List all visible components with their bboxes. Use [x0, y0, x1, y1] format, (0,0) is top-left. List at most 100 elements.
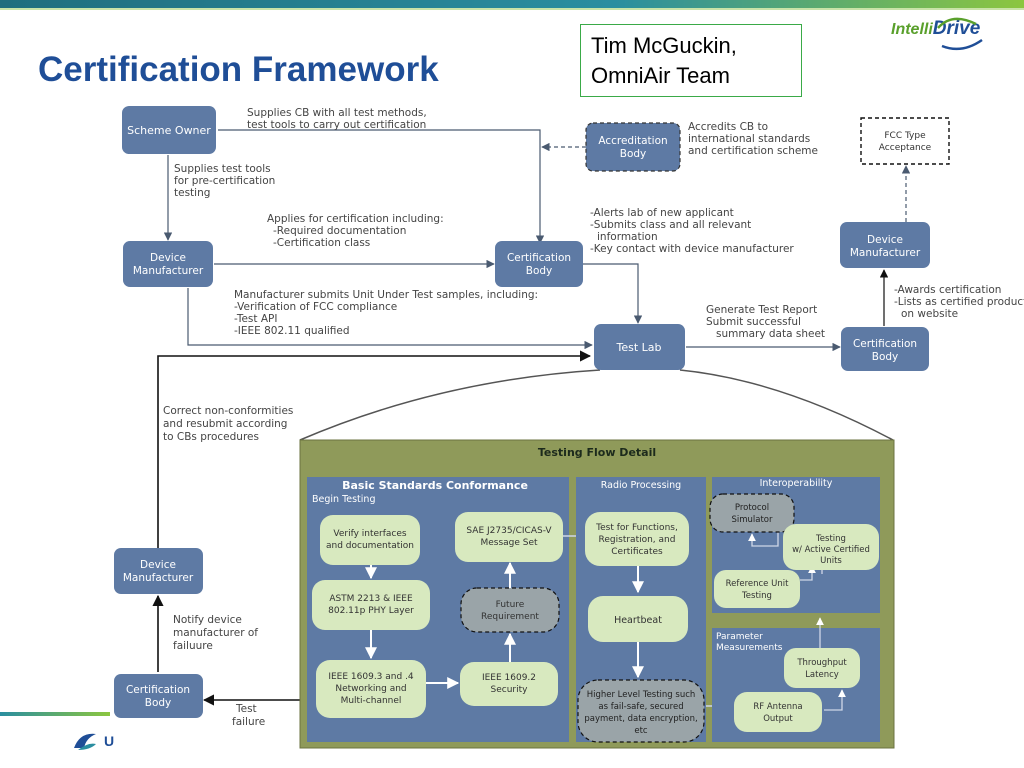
cb-mid-label-2: Body [526, 265, 553, 277]
testing-units-label-2: w/ Active Certified [792, 545, 870, 555]
node-certification-body-left: Certification Body [114, 674, 203, 718]
ann-applies-1: Applies for certification including: [267, 213, 444, 225]
ann-submits-4: -IEEE 802.11 qualified [234, 325, 350, 337]
node-device-manufacturer-right: Device Manufacturer [840, 222, 930, 268]
cb-right-label-2: Body [872, 351, 899, 363]
bottom-accent-stripe [0, 712, 110, 716]
dm-top-label-2: Manufacturer [133, 265, 204, 277]
heartbeat-label: Heartbeat [614, 615, 662, 626]
cb-right-label-1: Certification [853, 338, 917, 350]
dm-left-label-1: Device [140, 559, 176, 571]
interop-title: Interoperability [760, 478, 833, 489]
ann-accredit-3: and certification scheme [688, 145, 818, 157]
node-scheme-owner: Scheme Owner [122, 106, 216, 154]
top-accent-line [0, 8, 1024, 10]
protocol-label-2: Simulator [731, 515, 773, 525]
author-name: Tim McGuckin, [591, 33, 737, 58]
ann-alerts-4: -Key contact with device manufacturer [590, 243, 794, 255]
testing-flow-title: Testing Flow Detail [538, 446, 656, 459]
pill-throughput-latency: Throughput Latency [784, 648, 860, 688]
higher-label-4: etc [634, 726, 648, 736]
dm-right-label-2: Manufacturer [850, 247, 921, 259]
protocol-label-1: Protocol [735, 503, 769, 513]
ann-notify-3: failuure [173, 640, 213, 652]
logo-swoosh-icon [937, 17, 983, 51]
verify-label-2: and documentation [326, 541, 414, 551]
verify-label-1: Verify interfaces [333, 529, 407, 539]
higher-label-2: as fail-safe, secured [598, 702, 683, 712]
node-certification-body-mid: Certification Body [495, 241, 583, 287]
pill-ieee16093: IEEE 1609.3 and .4 Networking and Multi-… [316, 660, 426, 718]
ann-accredit-2: international standards [688, 133, 810, 145]
ann-report-3: summary data sheet [716, 328, 825, 340]
pill-reference-unit: Reference Unit Testing [714, 570, 800, 608]
ann-awards-1: -Awards certification [894, 284, 1001, 296]
ieee16092-label-1: IEEE 1609.2 [482, 673, 536, 683]
sae-label-2: Message Set [480, 538, 538, 548]
pill-heartbeat: Heartbeat [588, 596, 688, 642]
top-connectors [152, 129, 911, 706]
ann-applies-2: -Required documentation [273, 225, 406, 237]
accreditation-label-1: Accreditation [598, 135, 667, 147]
testing-units-label-1: Testing [815, 534, 846, 544]
begin-testing-label: Begin Testing [312, 494, 375, 505]
reference-label-2: Testing [741, 591, 772, 601]
ann-submits-2: -Verification of FCC compliance [234, 301, 397, 313]
future-label-2: Requirement [481, 612, 539, 622]
ann-awards-2: -Lists as certified product [894, 296, 1024, 308]
ann-awards-3: on website [901, 308, 958, 320]
fcc-label-1: FCC Type [884, 131, 926, 141]
dm-right-label-1: Device [867, 234, 903, 246]
ann-correct-1: Correct non-conformities [163, 405, 293, 417]
scheme-owner-label: Scheme Owner [127, 124, 211, 137]
astm-label-1: ASTM 2213 & IEEE [329, 594, 413, 604]
ann-alerts-2: -Submits class and all relevant [590, 219, 751, 231]
reference-label-1: Reference Unit [726, 579, 789, 589]
pill-ieee16092: IEEE 1609.2 Security [460, 662, 558, 706]
dm-top-label-1: Device [150, 252, 186, 264]
ann-submits-3: -Test API [234, 313, 277, 325]
ann-failure-1: Test [235, 703, 257, 715]
functions-label-2: Registration, and [599, 535, 676, 545]
ann-scheme-dm-3: testing [174, 187, 210, 199]
ann-alerts-3: information [597, 231, 658, 243]
rf-label-1: RF Antenna [753, 702, 802, 712]
basic-arrows [365, 531, 587, 689]
logo-part1: Intelli [891, 21, 933, 38]
pill-higher-level: Higher Level Testing such as fail-safe, … [577, 679, 705, 743]
pill-sae: SAE J2735/CICAS-V Message Set [455, 512, 563, 562]
throughput-label-1: Throughput [796, 658, 847, 668]
ann-failure-2: failure [232, 716, 265, 728]
future-label-1: Future [496, 600, 525, 610]
throughput-label-2: Latency [805, 670, 839, 680]
sae-label-1: SAE J2735/CICAS-V [466, 526, 552, 536]
accreditation-label-2: Body [620, 148, 647, 160]
ieee16093-label-1: IEEE 1609.3 and .4 [328, 672, 414, 682]
node-device-manufacturer-left: Device Manufacturer [114, 548, 203, 594]
higher-label-1: Higher Level Testing such [587, 690, 696, 700]
ann-correct-3: to CBs procedures [163, 431, 259, 443]
pill-verify: Verify interfaces and documentation [320, 515, 420, 565]
cb-mid-label-1: Certification [507, 252, 571, 264]
functions-label-1: Test for Functions, [595, 523, 678, 533]
functions-label-3: Certificates [611, 547, 663, 557]
ann-report-2: Submit successful [706, 316, 801, 328]
node-certification-body-right: Certification Body [841, 327, 929, 371]
radio-title: Radio Processing [601, 480, 681, 491]
higher-label-3: payment, data encryption, [584, 714, 697, 724]
top-accent-stripe [0, 0, 1024, 8]
astm-label-2: 802.11p PHY Layer [328, 606, 414, 616]
pill-astm: ASTM 2213 & IEEE 802.11p PHY Layer [312, 580, 430, 630]
ann-alerts-1: -Alerts lab of new applicant [590, 207, 734, 219]
dot-logo-icon [74, 733, 96, 750]
rf-label-2: Output [763, 714, 793, 724]
pill-future-requirement: Future Requirement [460, 587, 560, 633]
ieee16092-label-2: Security [491, 685, 529, 695]
ann-scheme-dm-2: for pre-certification [174, 175, 275, 187]
ieee16093-label-2: Networking and [335, 684, 406, 694]
basic-title: Basic Standards Conformance [342, 479, 528, 492]
author-box: Tim McGuckin, OmniAir Team [580, 24, 802, 97]
pill-testing-active-units: Testing w/ Active Certified Units [783, 524, 879, 570]
cb-left-label-2: Body [145, 697, 172, 709]
